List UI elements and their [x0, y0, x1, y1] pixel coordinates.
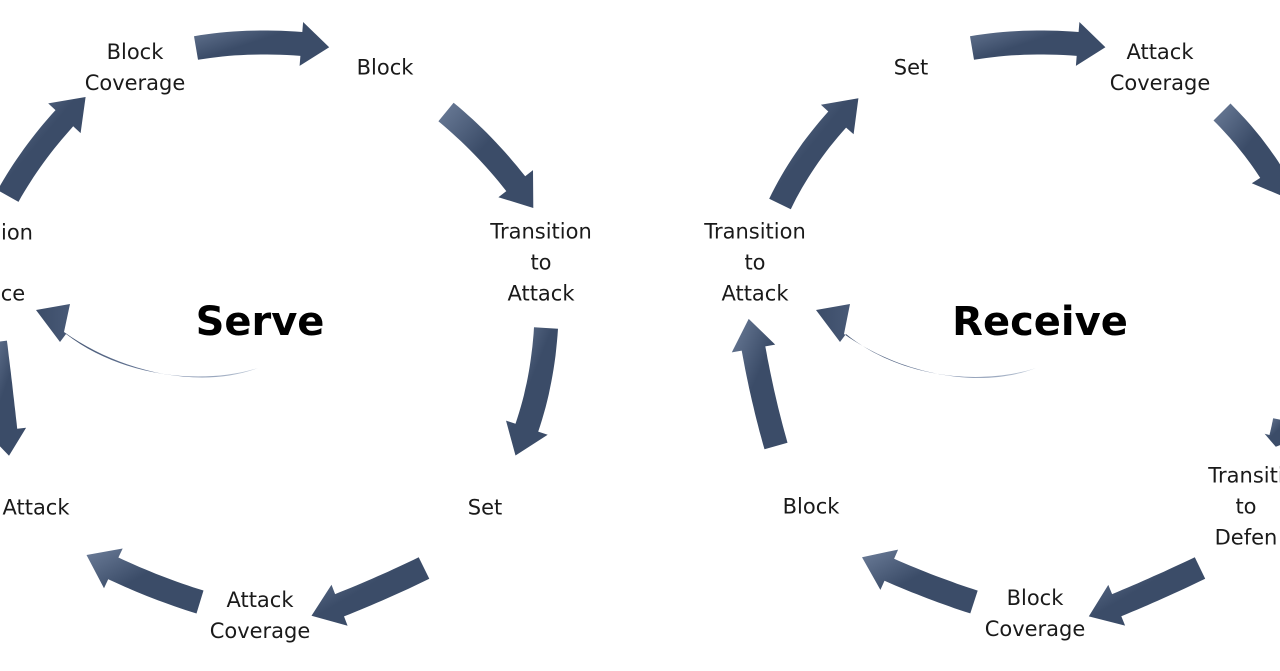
label-line: Transiti	[1208, 463, 1280, 488]
label-line: Coverage	[209, 619, 311, 643]
label-line: Transition	[704, 219, 806, 244]
serve-arrow-to-block-coverage	[0, 97, 86, 202]
serve-arrow-block-to-transition	[438, 102, 534, 208]
label-line: Attack	[226, 588, 294, 612]
serve-arrow-set-to-attack-coverage	[311, 557, 430, 626]
receive-arrow-right-partial	[1264, 418, 1280, 447]
label-line: ion	[1, 220, 33, 245]
label-line: to	[1235, 494, 1257, 519]
label-line: Coverage	[1109, 71, 1211, 95]
serve-center-title: Serve	[195, 299, 325, 345]
receive-swoosh-arrow	[816, 304, 1036, 378]
receive-arrow-attack-coverage-to-right	[1213, 103, 1280, 196]
receive-center-title: Receive	[952, 299, 1128, 345]
label-line: Attack	[721, 281, 789, 306]
label-line: Block	[356, 55, 414, 80]
label-line: to	[744, 250, 766, 275]
label-line: Block	[1006, 586, 1064, 610]
receive-label-block: Block	[783, 492, 840, 523]
label-line: Attack	[1126, 40, 1194, 64]
receive-label-set: Set	[894, 53, 928, 84]
receive-arrow-block-to-transition	[731, 318, 788, 450]
receive-arrow-set-to-attack-coverage	[970, 22, 1106, 66]
label-line: ce	[0, 281, 26, 306]
serve-arrow-transition-to-set	[506, 327, 558, 456]
label-line: Attack	[507, 281, 575, 306]
label-line: to	[530, 250, 552, 275]
serve-arrow-left-partial	[0, 340, 27, 456]
label-line: Block	[106, 40, 164, 64]
receive-arrow-defence-to-block-coverage	[1088, 557, 1206, 626]
label-line: Transition	[490, 219, 592, 244]
label-line: Attack	[2, 495, 70, 520]
label-line: Defen	[1214, 525, 1278, 550]
label-line: Block	[782, 494, 840, 519]
serve-arrow-block-coverage-to-block	[194, 22, 330, 66]
serve-label-set: Set	[468, 493, 502, 524]
label-line: Set	[467, 495, 503, 520]
serve-label-block: Block	[357, 53, 414, 84]
receive-arrow-block-coverage-to-block	[862, 549, 978, 614]
receive-arrow-transition-to-set	[769, 98, 859, 210]
serve-swoosh-arrow	[36, 304, 258, 378]
serve-label-defence-partial: ce	[1, 279, 25, 310]
label-line: Set	[893, 55, 929, 80]
serve-label-transition-partial: ion	[1, 218, 33, 249]
serve-arrow-attack-coverage-to-attack	[86, 548, 204, 614]
serve-label-attack: Attack	[2, 493, 69, 524]
label-line: Coverage	[984, 617, 1086, 641]
label-line: Coverage	[84, 71, 186, 95]
